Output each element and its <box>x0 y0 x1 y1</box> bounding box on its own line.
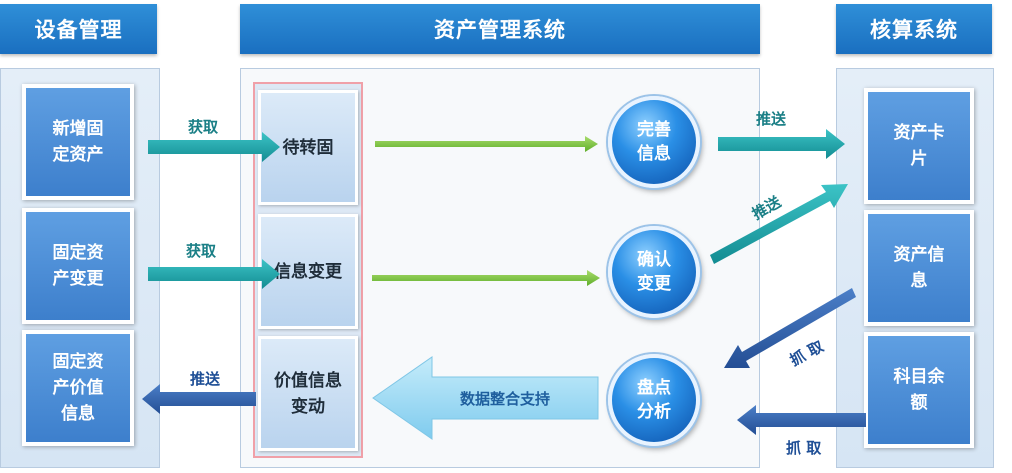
box-pending-capitalization-label: 待转固 <box>282 137 334 158</box>
circle-complete-info: 完善信息 <box>608 96 700 188</box>
circle-confirm-change: 确认变更 <box>608 226 700 318</box>
box-fixed-asset-change-label: 固定资产变更 <box>52 243 104 289</box>
arrow-push-1 <box>718 129 845 159</box>
header-accounting-system: 核算系统 <box>836 4 992 54</box>
box-account-balance: 科目余额 <box>864 332 974 448</box>
label-push-1: 推送 <box>756 110 787 128</box>
arrow-green-2 <box>372 270 600 286</box>
arrow-get-2 <box>148 259 280 289</box>
label-data-support: 数据整合支持 <box>460 390 551 408</box>
header-asset-management-system: 资产管理系统 <box>240 4 760 54</box>
arrow-grab-1 <box>724 288 856 368</box>
box-asset-card: 资产卡片 <box>864 88 974 204</box>
circle-inventory-analysis: 盘点分析 <box>608 354 700 446</box>
box-asset-info: 资产信息 <box>864 210 974 326</box>
box-new-fixed-asset-label: 新增固定资产 <box>52 119 104 165</box>
arrow-get-1 <box>148 132 280 162</box>
box-account-balance-label: 科目余额 <box>893 367 945 413</box>
box-asset-info-label: 资产信息 <box>893 245 945 291</box>
label-push-left: 推送 <box>190 370 221 388</box>
arrow-grab-2 <box>737 405 866 435</box>
box-new-fixed-asset: 新增固定资产 <box>22 84 134 200</box>
box-value-info-change-label: 价值信息变动 <box>274 370 342 417</box>
header-equipment-management: 设备管理 <box>0 4 157 54</box>
label-grab-2: 抓 取 <box>786 439 822 457</box>
box-value-info-change: 价值信息变动 <box>258 336 358 451</box>
circle-complete-info-label: 完善信息 <box>637 120 671 164</box>
box-fixed-asset-value-info-label: 固定资产价值信息 <box>52 352 104 424</box>
box-fixed-asset-value-info: 固定资产价值信息 <box>22 330 134 446</box>
arrow-data-support <box>372 356 599 440</box>
box-info-change-label: 信息变更 <box>274 261 342 282</box>
arrow-push-2 <box>710 184 848 264</box>
circle-confirm-change-label: 确认变更 <box>637 250 671 294</box>
circle-inventory-analysis-label: 盘点分析 <box>637 378 671 422</box>
box-asset-card-label: 资产卡片 <box>893 123 945 169</box>
label-get-1: 获取 <box>188 118 219 136</box>
arrow-green-1 <box>375 136 598 152</box>
arrow-push-left <box>142 384 256 414</box>
label-get-2: 获取 <box>186 242 217 260</box>
box-fixed-asset-change: 固定资产变更 <box>22 208 134 324</box>
